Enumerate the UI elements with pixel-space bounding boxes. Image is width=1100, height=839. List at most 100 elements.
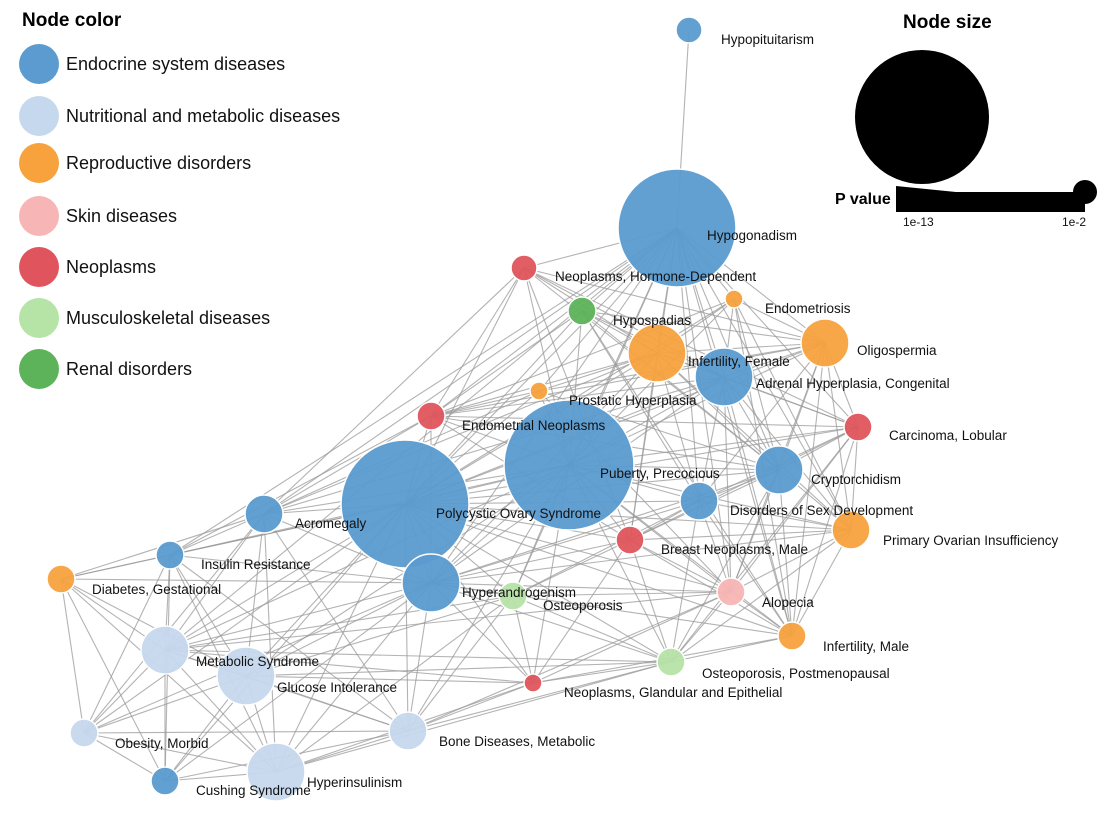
node-hyperandrogenism[interactable] [401,553,461,613]
node-glucose-intolerance[interactable] [216,646,276,706]
edge-neoplasms-hormone-dependent-carcinoma-lobular [523,267,859,428]
edge-obesity-morbid-hyperinsulinism [83,732,277,773]
node-cryptorchidism[interactable] [754,445,804,495]
node-breast-neoplasms-male[interactable] [615,525,645,555]
edge-acromegaly-bone-diseases-metabolic [263,513,409,732]
edge-hypogonadism-metabolic-syndrome [164,227,678,651]
node-carcinoma-lobular[interactable] [843,412,873,442]
size-legend-title: Node size [903,12,992,33]
edge-infertility-female-breast-neoplasms-male [629,352,658,541]
node-hypogonadism[interactable] [617,168,737,288]
legend-label-0: Endocrine system diseases [66,54,285,74]
node-neoplasms-glandular-epithelial[interactable] [523,673,543,693]
legend-swatch-4 [19,247,59,287]
node-label-oligospermia: Oligospermia [857,343,937,358]
edge-endometrial-neoplasms-carcinoma-lobular [430,415,859,428]
node-label-bone-diseases-metabolic: Bone Diseases, Metabolic [439,734,595,749]
node-hyperinsulinism[interactable] [246,742,306,802]
edge-neoplasms-glandular-epithelial-bone-diseases-metabolic [407,682,534,732]
edge-disorders-of-sex-development-osteoporosis [512,500,700,597]
size-legend: Node size P value 1e-13 1e-2 [835,12,1097,229]
edge-endometriosis-endometrial-neoplasms [430,298,735,417]
node-obesity-morbid[interactable] [69,718,99,748]
node-metabolic-syndrome[interactable] [140,625,190,675]
node-acromegaly[interactable] [244,494,284,534]
node-bone-diseases-metabolic[interactable] [388,711,428,751]
edge-hypospadias-endometrial-neoplasms [430,310,583,417]
edge-breast-neoplasms-male-osteoporosis-postmenopausal [629,539,672,663]
edge-diabetes-gestational-cushing-syndrome [60,578,166,782]
node-label-insulin-resistance: Insulin Resistance [201,557,311,572]
node-label-disorders-of-sex-development: Disorders of Sex Development [730,503,913,518]
node-disorders-of-sex-development[interactable] [679,481,719,521]
node-osteoporosis-postmenopausal[interactable] [656,647,686,677]
node-infertility-male[interactable] [777,621,807,651]
node-layer [46,16,873,802]
color-legend-title: Node color [22,10,122,31]
node-insulin-resistance[interactable] [155,540,185,570]
node-cushing-syndrome[interactable] [150,766,180,796]
edge-glucose-intolerance-neoplasms-glandular-epithelial [245,675,534,684]
node-polycystic-ovary-syndrome[interactable] [340,439,470,569]
edge-cryptorchidism-osteoporosis-postmenopausal [670,469,780,663]
edge-polycystic-ovary-syndrome-obesity-morbid [83,503,406,734]
node-osteoporosis[interactable] [498,581,528,611]
node-primary-ovarian-insufficiency[interactable] [831,510,871,550]
node-label-obesity-morbid: Obesity, Morbid [115,736,209,751]
node-label-adrenal-hyperplasia-congenital: Adrenal Hyperplasia, Congenital [756,376,950,391]
edge-neoplasms-hormone-dependent-acromegaly [263,267,525,515]
edge-breast-neoplasms-male-hyperandrogenism [430,539,631,584]
node-alopecia[interactable] [716,577,746,607]
edge-primary-ovarian-insufficiency-breast-neoplasms-male [629,529,852,541]
node-neoplasms-hormone-dependent[interactable] [510,254,538,282]
node-label-carcinoma-lobular: Carcinoma, Lobular [889,428,1007,443]
edge-insulin-resistance-hyperandrogenism [169,554,432,584]
edge-endometriosis-primary-ovarian-insufficiency [733,298,852,531]
node-label-hypospadias: Hypospadias [613,313,691,328]
node-label-osteoporosis-postmenopausal: Osteoporosis, Postmenopausal [702,666,890,681]
edge-osteoporosis-postmenopausal-bone-diseases-metabolic [407,661,672,732]
edge-disorders-of-sex-development-infertility-male [698,500,793,637]
edge-hypospadias-disorders-of-sex-development [581,310,700,502]
node-puberty-precocious[interactable] [503,399,635,531]
node-infertility-female[interactable] [627,323,687,383]
edge-endometrial-neoplasms-acromegaly [263,415,432,515]
edge-osteoporosis-postmenopausal-glucose-intolerance [245,661,672,677]
edge-endometrial-neoplasms-insulin-resistance [169,415,432,556]
node-hypopituitarism[interactable] [675,16,703,44]
edge-polycystic-ovary-syndrome-infertility-male [404,503,793,637]
edge-breast-neoplasms-male-infertility-male [629,539,793,637]
edge-osteoporosis-hyperinsulinism [275,595,514,773]
node-endometriosis[interactable] [724,289,744,309]
edge-breast-neoplasms-male-osteoporosis [512,539,631,597]
edge-acromegaly-obesity-morbid [83,513,265,734]
edge-disorders-of-sex-development-osteoporosis-postmenopausal [670,500,700,663]
edge-hyperandrogenism-alopecia [430,582,732,593]
node-label-hyperinsulinism: Hyperinsulinism [307,775,402,790]
edge-cryptorchidism-hyperandrogenism [430,469,780,584]
edge-hyperandrogenism-osteoporosis-postmenopausal [430,582,672,663]
node-prostatic-hyperplasia[interactable] [529,381,549,401]
edge-insulin-resistance-bone-diseases-metabolic [169,554,409,732]
edge-diabetes-gestational-obesity-morbid [60,578,85,734]
edge-infertility-male-osteoporosis-postmenopausal [670,635,793,663]
node-oligospermia[interactable] [800,318,850,368]
legend-label-3: Skin diseases [66,206,177,226]
pvalue-min-tick: 1e-13 [903,215,934,229]
node-label-hypopituitarism: Hypopituitarism [721,32,814,47]
node-label-diabetes-gestational: Diabetes, Gestational [92,582,221,597]
edge-osteoporosis-postmenopausal-hyperinsulinism [275,661,672,773]
edge-disorders-of-sex-development-primary-ovarian-insufficiency [698,500,852,531]
edge-diabetes-gestational-hyperinsulinism [60,578,277,773]
node-adrenal-hyperplasia-congenital[interactable] [694,347,754,407]
node-label-neoplasms-hormone-dependent: Neoplasms, Hormone-Dependent [555,269,756,284]
node-hypospadias[interactable] [567,296,597,326]
edge-primary-ovarian-insufficiency-alopecia [730,529,852,593]
node-endometrial-neoplasms[interactable] [416,401,446,431]
legend-swatch-2 [19,143,59,183]
edge-prostatic-hyperplasia-endometrial-neoplasms [430,390,540,417]
node-diabetes-gestational[interactable] [46,564,76,594]
edge-hyperandrogenism-metabolic-syndrome [164,582,432,651]
